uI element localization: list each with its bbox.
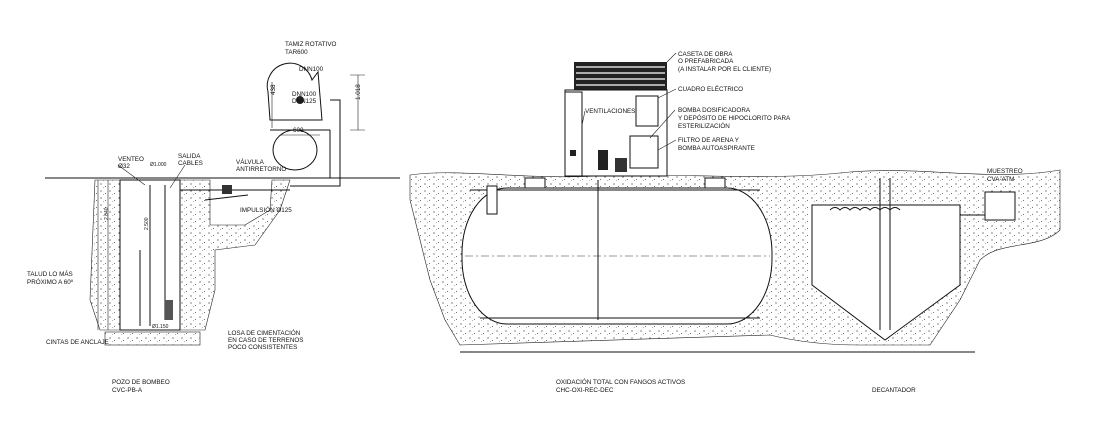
sampling-chamber bbox=[984, 191, 1016, 221]
sampling-label: MUESTREO bbox=[987, 168, 1023, 175]
filter-label-2: BOMBA AUTOASPIRANTE bbox=[678, 145, 755, 152]
dim-well-depth: 2.500 bbox=[144, 217, 150, 230]
dimension-lines bbox=[97, 180, 109, 330]
pump-well bbox=[89, 164, 291, 346]
screen-label: TAMIZ ROTATIVO bbox=[285, 41, 337, 48]
hut-door bbox=[564, 91, 583, 177]
dim-well-base: Ø1.150 bbox=[152, 324, 169, 330]
hut-leader-lines bbox=[581, 52, 677, 151]
dnn125-label: DNN125 bbox=[292, 98, 317, 105]
hut-roof bbox=[574, 62, 667, 90]
decanter-tank bbox=[811, 204, 961, 341]
check-valve-label-2: ANTIRRETORNO bbox=[236, 166, 286, 173]
filter-label: FILTRO DE ARENA Y bbox=[678, 137, 740, 144]
foundation-label-2: EN CASO DE TERRENOS bbox=[228, 337, 303, 344]
foundation-label-3: POCO CONSISTENTES bbox=[228, 344, 297, 351]
oxidation-title: OXIDACIÓN TOTAL CON FANGOS ACTIVOS bbox=[556, 377, 685, 386]
dim-well-side: 2.040 bbox=[104, 207, 110, 220]
foundation-label: LOSA DE CIMENTACIÓN bbox=[228, 328, 301, 337]
check-valve-label: VÁLVULA bbox=[236, 157, 265, 166]
aeration-pipework bbox=[480, 180, 760, 320]
anchor-straps-label: CINTAS DE ANCLAJE bbox=[46, 339, 109, 346]
manhole-1 bbox=[524, 177, 546, 189]
check-valve-icon bbox=[222, 185, 232, 194]
hut-label-3: (A INSTALAR POR EL CLIENTE) bbox=[678, 66, 771, 73]
sampling-code: CVA-ATM bbox=[987, 176, 1014, 183]
leader-lines bbox=[117, 164, 186, 189]
decanter-title: DECANTADOR bbox=[872, 387, 916, 394]
screen-tank bbox=[272, 129, 318, 171]
vent-diameter: Ø32 bbox=[118, 163, 130, 170]
vent-label: VENTEO bbox=[118, 156, 144, 163]
slope-label-2: PRÓXIMO A 60º bbox=[27, 277, 74, 286]
dim-screen-height: 1.018 bbox=[355, 84, 362, 100]
foundation-slab bbox=[104, 331, 201, 346]
pump-well-code: CVC-PB-A bbox=[112, 387, 143, 394]
dim-screen-mid: 438 bbox=[270, 84, 277, 95]
oxidation-section bbox=[409, 169, 1061, 353]
slope-label: TALUD LO MÁS bbox=[27, 269, 73, 278]
dim-well-diameter: Ø1.000 bbox=[150, 162, 167, 168]
pump-well-pipes bbox=[139, 185, 166, 326]
dosing-unit bbox=[629, 135, 659, 169]
equipment-hut bbox=[564, 62, 668, 177]
hut-label: CASETA DE OBRA bbox=[678, 51, 733, 58]
sludge-return bbox=[879, 178, 891, 330]
dnn100-label: DNN100 bbox=[292, 91, 317, 98]
dnn100-top-label: DNN100 bbox=[299, 66, 324, 73]
impulsion-label: IMPULSIÓN Ø125 bbox=[240, 205, 292, 214]
inlet-pipe bbox=[486, 185, 498, 215]
dosing-label-3: ESTERILIZACIÓN bbox=[678, 121, 730, 130]
decanter-weir bbox=[829, 207, 901, 211]
oxidation-code: CHC-OXI-REC-DEC bbox=[556, 387, 614, 394]
dosing-label-2: Y DEPÓSITO DE HIPOCLORITO PARA bbox=[678, 113, 791, 122]
dim-screen-width: 600 bbox=[293, 127, 304, 134]
cable-outlet-label: SALIDA bbox=[178, 153, 201, 160]
electrical-panel bbox=[635, 95, 659, 127]
pump-well-title: POZO DE BOMBEO bbox=[112, 379, 170, 386]
screen-outlet-pipe bbox=[290, 99, 341, 187]
rotary-screen bbox=[266, 62, 365, 187]
screen-dimension-lines bbox=[271, 74, 365, 136]
screen-model: TAR600 bbox=[285, 49, 308, 56]
cable-outlet-label-2: CABLES bbox=[178, 160, 203, 167]
manhole-2 bbox=[704, 177, 726, 189]
panel-label: CUADRO ELÉCTRICO bbox=[678, 84, 743, 93]
submersible-pump bbox=[165, 300, 173, 320]
dosing-label: BOMBA DOSIFICADORA bbox=[678, 107, 751, 114]
impulsion-pipe bbox=[180, 189, 290, 201]
ventilation-label: VENTILACIONES bbox=[585, 108, 635, 115]
hut-label-2: O PREFABRICADA bbox=[678, 58, 734, 65]
screen-drum bbox=[266, 62, 323, 121]
